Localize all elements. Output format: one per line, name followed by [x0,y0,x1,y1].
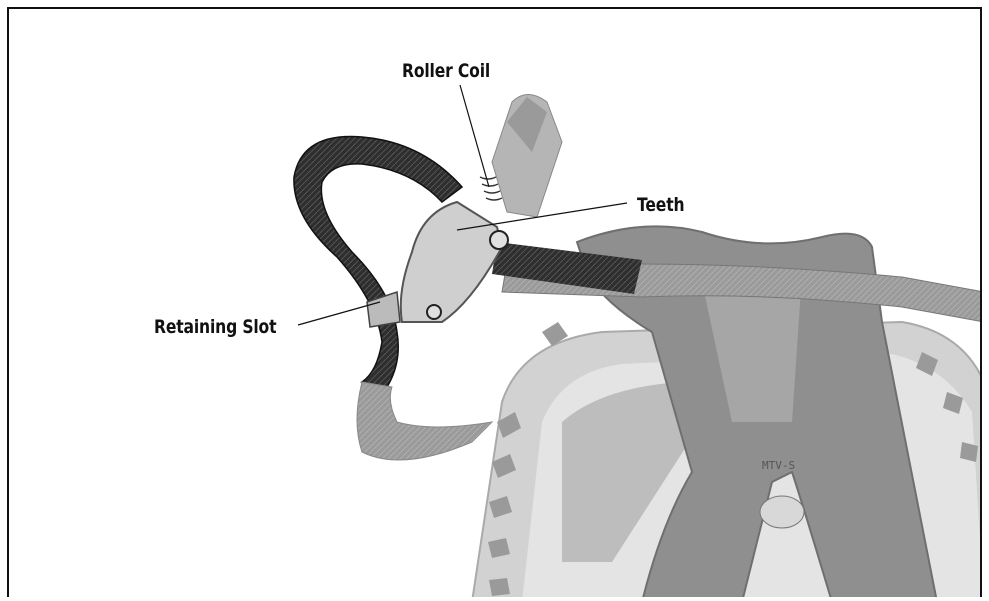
retaining-slot-label: Retaining Slot [154,316,276,338]
roller-coil-label: Roller Coil [402,60,490,82]
teeth-label: Teeth [637,194,684,216]
pedal-illustration: MTV-S [9,9,982,597]
teeth-leader [457,203,627,230]
pedal-marking: MTV-S [762,459,795,472]
diagram-frame: MTV-S [7,7,982,597]
roller-coil-leader [460,85,489,187]
